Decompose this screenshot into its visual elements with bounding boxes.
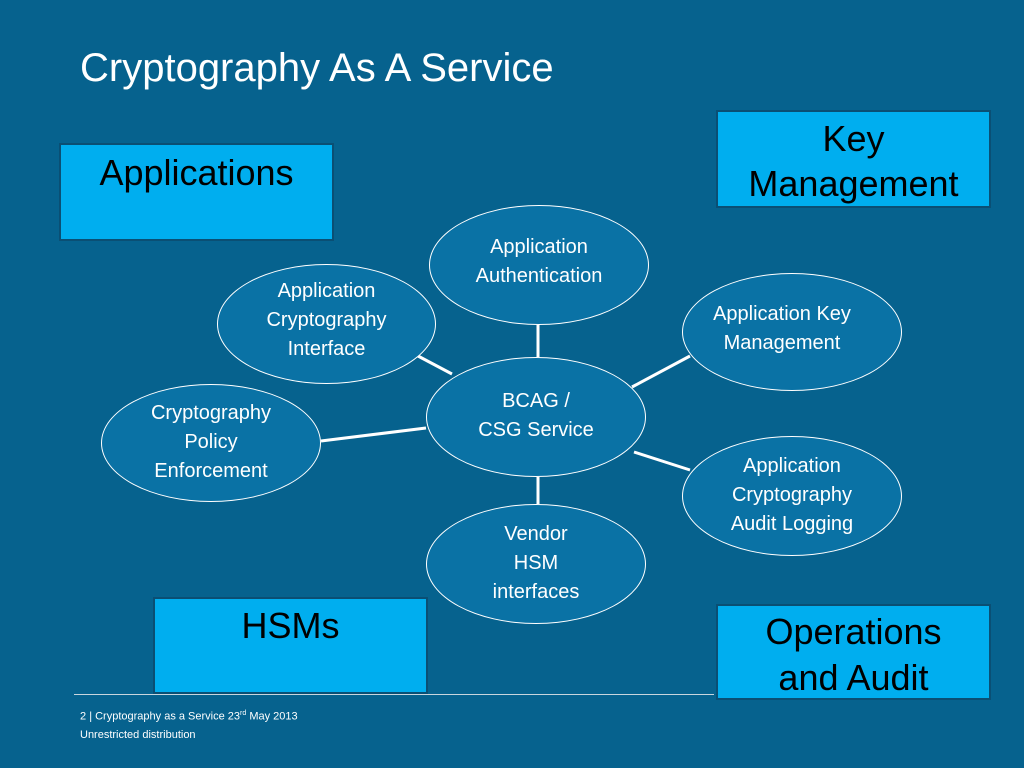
node-label-line: Enforcement <box>154 459 268 482</box>
node-label-line: Audit Logging <box>730 512 854 535</box>
footer-ordinal: rd <box>240 710 247 717</box>
node-label-line: Application <box>490 236 588 258</box>
hsms-box: HSMs <box>153 597 428 694</box>
node-label-line: BCAG / <box>502 390 570 412</box>
node-application-authentication: Application Authentication <box>429 205 649 325</box>
node-label-line: Cryptography <box>150 401 272 424</box>
connector-audit <box>633 450 691 472</box>
applications-box: Applications <box>59 143 334 241</box>
connector-policy <box>320 426 427 443</box>
hsms-label: HSMs <box>241 605 340 646</box>
footer-text-before: Cryptography as a Service 23 <box>95 710 241 723</box>
node-label-line: Cryptography <box>266 308 387 331</box>
node-application-cryptography-audit-logging: Application Cryptography Audit Logging <box>682 436 902 556</box>
node-label-line: HSM <box>513 551 559 574</box>
page-number: 2 <box>80 710 87 723</box>
node-label-line: Application <box>743 454 841 477</box>
footer-divider <box>74 694 714 695</box>
node-cryptography-policy-enforcement: Cryptography Policy Enforcement <box>101 384 321 502</box>
operations-audit-label-line2: and Audit <box>778 657 929 698</box>
operations-audit-label-line1: Operations <box>765 611 942 652</box>
node-label-line: Application <box>277 279 376 302</box>
footer-separator: | <box>89 710 93 723</box>
node-bcag-csg-service: BCAG / CSG Service <box>426 357 646 477</box>
key-management-box: Key Management <box>716 110 991 208</box>
node-label-line: Management <box>723 332 841 354</box>
node-label-line: CSG Service <box>478 419 594 441</box>
footer-info: 2 | Cryptography as a Service 23rd May 2… <box>80 710 298 723</box>
operations-audit-box: Operations and Audit <box>716 604 991 700</box>
slide-title: Cryptography As A Service <box>80 46 554 90</box>
applications-label: Applications <box>99 152 294 193</box>
node-label-line: Vendor <box>504 522 568 545</box>
node-label-line: Cryptography <box>731 483 853 506</box>
node-label-line: Policy <box>184 430 238 453</box>
node-label-line: interfaces <box>492 580 580 603</box>
connector-interface <box>417 354 453 376</box>
node-label-line: Interface <box>287 337 366 360</box>
footer-text-after: May 2013 <box>246 710 298 723</box>
key-management-label-line1: Key <box>822 118 885 159</box>
node-application-cryptography-interface: Application Cryptography Interface <box>217 264 436 384</box>
node-application-key-management: Application Key Management <box>682 273 902 391</box>
node-vendor-hsm-interfaces: Vendor HSM interfaces <box>426 504 646 624</box>
connector-key-mgmt <box>631 354 691 389</box>
key-management-label-line2: Management <box>748 163 959 204</box>
node-label-line: Authentication <box>475 265 603 287</box>
node-label-line: Application Key <box>713 303 851 325</box>
footer-distribution: Unrestricted distribution <box>80 729 196 741</box>
